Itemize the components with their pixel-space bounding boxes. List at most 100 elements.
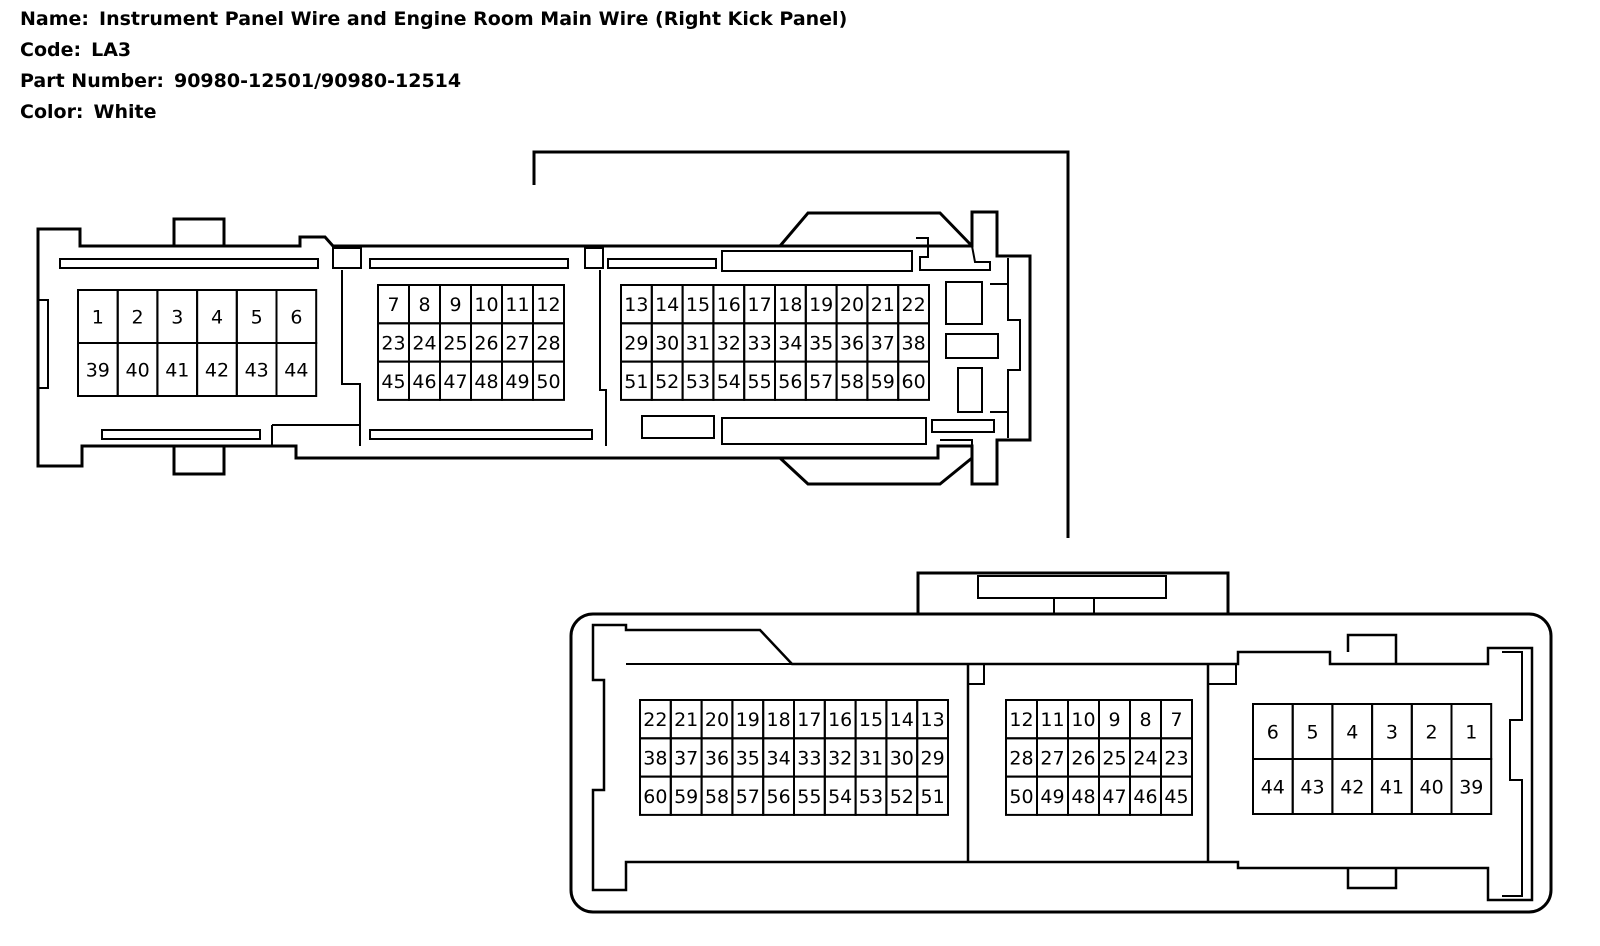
- pin-number: 13: [624, 294, 648, 316]
- pin-cell: [532, 360, 565, 401]
- pin-number: 1: [92, 307, 104, 329]
- bottom-connector-body: [569, 571, 1553, 914]
- pin-number: 48: [1071, 786, 1095, 808]
- pin-number: 46: [1133, 786, 1157, 808]
- pin-number: 4: [1346, 722, 1358, 744]
- pin-number: 23: [381, 332, 405, 354]
- pin-number: 51: [921, 786, 945, 808]
- pin-number: 26: [474, 332, 498, 354]
- pin-number: 9: [449, 294, 461, 316]
- pin-number: 27: [1040, 747, 1064, 769]
- pin-number: 18: [778, 294, 802, 316]
- pin-number: 8: [1139, 709, 1151, 731]
- pin-number: 36: [705, 747, 729, 769]
- part-number-label: Part Number:: [20, 70, 164, 92]
- pin-number: 29: [921, 747, 945, 769]
- pin-number: 52: [890, 786, 914, 808]
- name-value: Instrument Panel Wire and Engine Room Ma…: [99, 8, 848, 30]
- pin-number: 58: [840, 371, 864, 393]
- pin-number: 55: [748, 371, 772, 393]
- pin-number: 2: [132, 307, 144, 329]
- pin-number: 32: [717, 332, 741, 354]
- pin-number: 15: [686, 294, 710, 316]
- pin-number: 58: [705, 786, 729, 808]
- pin-number: 57: [736, 786, 760, 808]
- pin-number: 3: [171, 307, 183, 329]
- pin-number: 36: [840, 332, 864, 354]
- pin-number: 6: [290, 307, 302, 329]
- pin-number: 35: [809, 332, 833, 354]
- pin-number: 14: [890, 709, 914, 731]
- pin-number: 37: [674, 747, 698, 769]
- pin-number: 17: [748, 294, 772, 316]
- part-number-line: Part Number: 90980-12501/90980-12514: [20, 66, 847, 97]
- pin-number: 55: [797, 786, 821, 808]
- pin-number: 3: [1386, 722, 1398, 744]
- pin-number: 43: [245, 360, 269, 382]
- pin-number: 24: [412, 332, 436, 354]
- pin-number: 30: [655, 332, 679, 354]
- pin-number: 31: [859, 747, 883, 769]
- pin-number: 52: [655, 371, 679, 393]
- pin-number: 39: [1459, 777, 1483, 799]
- pin-number: 20: [705, 709, 729, 731]
- pin-number: 41: [165, 360, 189, 382]
- pin-number: 21: [871, 294, 895, 316]
- pin-number: 48: [474, 371, 498, 393]
- pin-number: 4: [211, 307, 223, 329]
- pin-number: 35: [736, 747, 760, 769]
- pin-cell: [1160, 775, 1193, 816]
- pin-number: 38: [643, 747, 667, 769]
- pin-number: 12: [1009, 709, 1033, 731]
- pin-number: 25: [1102, 747, 1126, 769]
- pin-number: 21: [674, 709, 698, 731]
- pin-number: 34: [767, 747, 791, 769]
- pin-number: 34: [778, 332, 802, 354]
- pin-number: 7: [1170, 709, 1182, 731]
- pin-number: 19: [809, 294, 833, 316]
- pin-number: 28: [1009, 747, 1033, 769]
- leader-line: [532, 150, 1070, 538]
- pin-number: 33: [748, 332, 772, 354]
- pin-number: 47: [443, 371, 467, 393]
- pin-number: 53: [686, 371, 710, 393]
- pin-number: 12: [536, 294, 560, 316]
- pin-cell: [275, 342, 318, 397]
- top-connector-body: [36, 210, 1032, 486]
- pin-number: 41: [1380, 777, 1404, 799]
- pin-number: 2: [1426, 722, 1438, 744]
- name-label: Name:: [20, 8, 90, 30]
- pin-cell: [897, 360, 931, 401]
- pin-number: 50: [1009, 786, 1033, 808]
- pin-number: 23: [1164, 747, 1188, 769]
- pin-number: 27: [505, 332, 529, 354]
- pin-number: 5: [251, 307, 263, 329]
- pin-number: 7: [387, 294, 399, 316]
- pin-number: 10: [474, 294, 498, 316]
- pin-number: 56: [778, 371, 802, 393]
- pin-number: 54: [828, 786, 852, 808]
- pin-number: 59: [674, 786, 698, 808]
- pin-number: 1: [1465, 722, 1477, 744]
- pin-number: 25: [443, 332, 467, 354]
- pin-number: 42: [1340, 777, 1364, 799]
- pin-number: 16: [717, 294, 741, 316]
- pin-number: 17: [797, 709, 821, 731]
- part-number-value: 90980-12501/90980-12514: [173, 70, 462, 92]
- pin-number: 59: [871, 371, 895, 393]
- pin-number: 57: [809, 371, 833, 393]
- code-value: LA3: [91, 39, 132, 61]
- pin-number: 60: [643, 786, 667, 808]
- pin-number: 42: [205, 360, 229, 382]
- pin-number: 53: [859, 786, 883, 808]
- pin-number: 46: [412, 371, 436, 393]
- pin-number: 39: [86, 360, 110, 382]
- pin-number: 43: [1300, 777, 1324, 799]
- pin-number: 56: [767, 786, 791, 808]
- pin-number: 6: [1267, 722, 1279, 744]
- pin-number: 51: [624, 371, 648, 393]
- pin-number: 49: [1040, 786, 1064, 808]
